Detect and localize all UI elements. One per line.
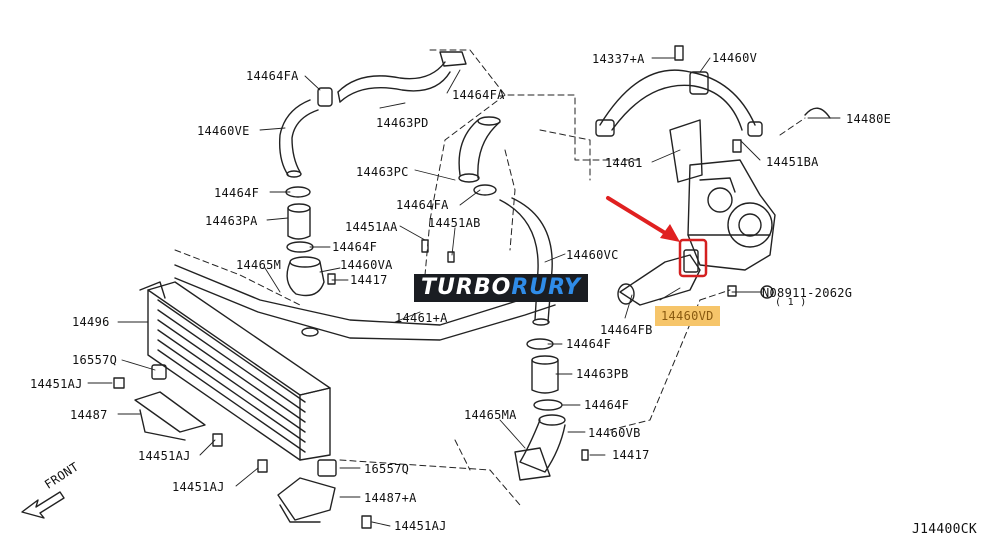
part-label-16557q: 16557Q bbox=[364, 462, 410, 476]
part-label-14465ma: 14465MA bbox=[464, 408, 517, 422]
part-label-14487a: 14487+A bbox=[364, 491, 417, 505]
assembly-outline bbox=[174, 49, 806, 506]
bolt-14451ba bbox=[732, 139, 742, 153]
pipe-14463pa bbox=[287, 203, 311, 240]
part-label-14460vc: 14460VC bbox=[566, 248, 619, 262]
part-label-14480e: 14480E bbox=[846, 112, 892, 126]
clamp-14464f-b bbox=[286, 241, 314, 253]
part-label-14451aj: 14451AJ bbox=[30, 377, 83, 391]
part-label-14461a: 14461+A bbox=[395, 311, 448, 325]
part-label-14464f: 14464F bbox=[214, 186, 260, 200]
part-label-14496: 14496 bbox=[72, 315, 110, 329]
bolt-14417-b bbox=[581, 449, 589, 461]
watermark-logo: TURBORURY bbox=[414, 274, 588, 302]
part-label-14464fa: 14464FA bbox=[452, 88, 505, 102]
part-label-14460ve: 14460VE bbox=[197, 124, 250, 138]
part-label-14451ba: 14451BA bbox=[766, 155, 819, 169]
part-label-14461: 14461 bbox=[605, 156, 643, 170]
part-label-14464f: 14464F bbox=[566, 337, 612, 351]
part-label-08911-qty: ( 1 ) bbox=[775, 297, 807, 308]
leader-lines bbox=[87, 57, 841, 527]
mount-16557q bbox=[151, 364, 337, 477]
part-label-14460vb: 14460VB bbox=[588, 426, 641, 440]
bracket-14487 bbox=[134, 391, 206, 441]
pipe-14460vd bbox=[617, 249, 701, 306]
hose-14460ve bbox=[278, 99, 319, 178]
watermark-part2: RURY bbox=[511, 275, 581, 300]
part-label-14451aj: 14451AJ bbox=[394, 519, 447, 533]
pipe-14460va bbox=[286, 256, 325, 297]
part-label-14417: 14417 bbox=[612, 448, 650, 462]
clamp-14464f-c bbox=[526, 338, 554, 350]
part-label-08911: N08911-2062G bbox=[762, 286, 853, 300]
pipe-14460v bbox=[595, 69, 763, 137]
hose-14480e bbox=[804, 107, 831, 119]
gasket-14465ma bbox=[514, 447, 551, 481]
intercooler-14496 bbox=[139, 281, 331, 461]
bolt-14451ab bbox=[447, 251, 455, 263]
nut-08911 bbox=[727, 285, 774, 299]
pipe-14463pb bbox=[531, 355, 559, 394]
part-label-14464fa: 14464FA bbox=[396, 198, 449, 212]
part-label-14464fb: 14464FB bbox=[600, 323, 653, 337]
part-label-16557q: 16557Q bbox=[72, 353, 118, 367]
part-label-14460vd-highlighted: 14460VD bbox=[655, 306, 720, 326]
turbocharger bbox=[687, 159, 776, 271]
pipe-14460vc bbox=[499, 197, 553, 326]
part-label-14463pc: 14463PC bbox=[356, 165, 409, 179]
watermark-part1: TURBO bbox=[421, 275, 512, 300]
part-label-14465m: 14465M bbox=[236, 258, 282, 272]
clamp-14464f-a bbox=[285, 186, 311, 198]
part-label-14464fa: 14464FA bbox=[246, 69, 299, 83]
part-label-14463pb: 14463PB bbox=[576, 367, 629, 381]
part-label-14487: 14487 bbox=[70, 408, 108, 422]
part-label-14460v: 14460V bbox=[712, 51, 758, 65]
bolt-14451aa bbox=[421, 239, 429, 253]
part-label-14451ab: 14451AB bbox=[428, 216, 481, 230]
clamp-14464fa-c bbox=[473, 184, 497, 196]
bolt-14337a bbox=[674, 45, 684, 61]
bracket-14461 bbox=[669, 119, 703, 183]
elbow-14460vb bbox=[519, 414, 566, 473]
part-label-14460va: 14460VA bbox=[340, 258, 393, 272]
front-arrow-icon bbox=[21, 491, 65, 519]
highlight-box bbox=[678, 238, 708, 278]
hose-14463pc bbox=[458, 116, 501, 183]
part-label-14464f: 14464F bbox=[332, 240, 378, 254]
part-label-14417: 14417 bbox=[350, 273, 388, 287]
drawing-code: J14400CK bbox=[912, 522, 978, 537]
part-label-14463pd: 14463PD bbox=[376, 116, 429, 130]
part-label-14464f: 14464F bbox=[584, 398, 630, 412]
part-label-14337a: 14337+A bbox=[592, 52, 645, 66]
part-label-14451aj: 14451AJ bbox=[138, 449, 191, 463]
bolt-14417-a bbox=[327, 273, 336, 285]
hose-14463pd bbox=[337, 61, 451, 103]
red-arrow-icon bbox=[606, 196, 680, 242]
bracket-14487a bbox=[277, 477, 336, 523]
bolts-14451aj bbox=[113, 377, 372, 529]
clamp-14464fa-upper bbox=[317, 51, 467, 107]
part-label-14463pa: 14463PA bbox=[205, 214, 258, 228]
part-label-14451aj: 14451AJ bbox=[172, 480, 225, 494]
part-label-14451aa: 14451AA bbox=[345, 220, 398, 234]
clamp-14464f-d bbox=[533, 399, 563, 411]
